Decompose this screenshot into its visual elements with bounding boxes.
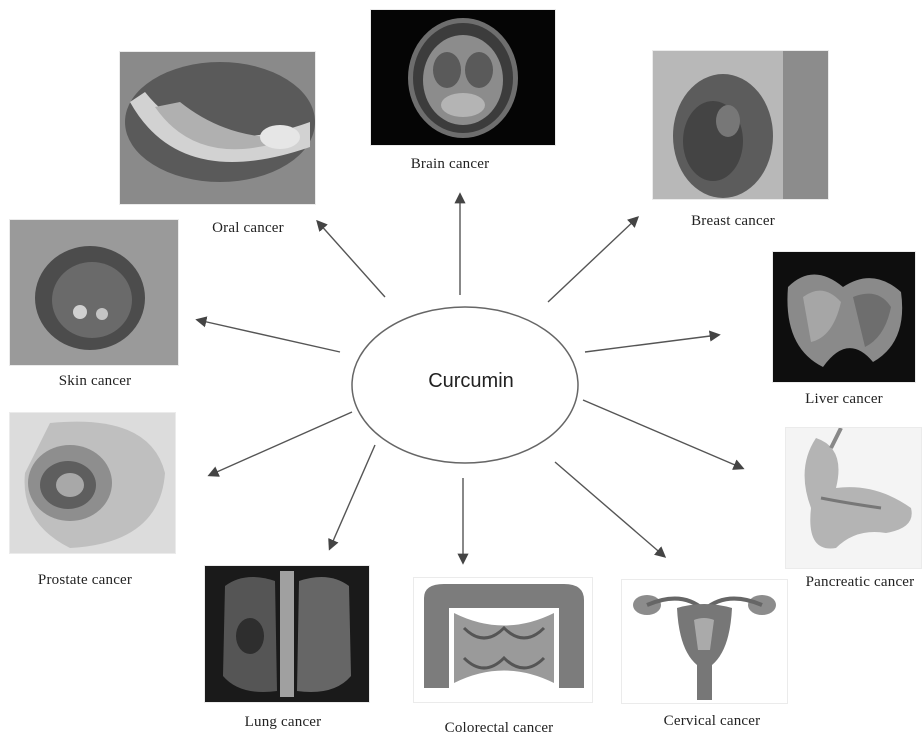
- breast-label: Breast cancer: [691, 213, 775, 230]
- lung-image: [205, 566, 369, 702]
- pancreatic-label: Pancreatic cancer: [806, 574, 915, 591]
- prostate-image: [10, 413, 175, 553]
- oral-label: Oral cancer: [212, 220, 284, 237]
- breast-image: [653, 51, 828, 199]
- colorectal-label: Colorectal cancer: [445, 720, 554, 737]
- colorectal-image: [414, 578, 592, 702]
- oral-image: [120, 52, 315, 204]
- arrow-cervical: [555, 462, 664, 556]
- arrow-prostate: [210, 412, 352, 475]
- prostate-label: Prostate cancer: [38, 572, 132, 589]
- arrow-skin: [198, 320, 340, 352]
- arrow-breast: [548, 218, 637, 302]
- center-label: Curcumin: [365, 370, 577, 393]
- cervical-label: Cervical cancer: [664, 713, 761, 730]
- brain-image: [371, 10, 555, 145]
- cervical-image: [622, 580, 787, 703]
- arrow-pancreatic: [583, 400, 742, 468]
- liver-label: Liver cancer: [805, 391, 883, 408]
- arrow-liver: [585, 335, 718, 352]
- pancreatic-image: [786, 428, 921, 568]
- arrow-oral: [318, 222, 385, 297]
- lung-label: Lung cancer: [245, 714, 322, 731]
- skin-label: Skin cancer: [59, 373, 132, 390]
- liver-image: [773, 252, 915, 382]
- brain-label: Brain cancer: [411, 156, 490, 173]
- skin-image: [10, 220, 178, 365]
- arrow-lung: [330, 445, 375, 548]
